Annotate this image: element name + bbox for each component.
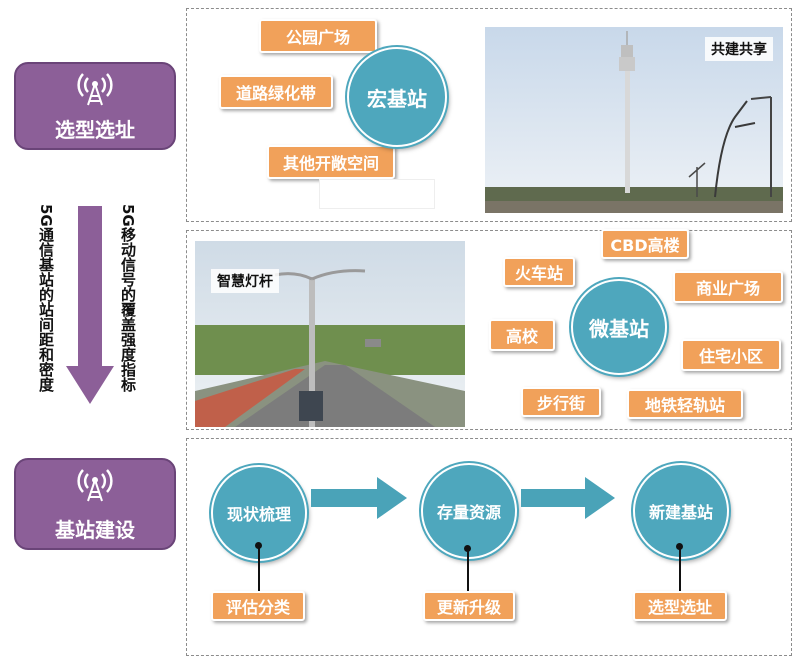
arrow-right-text: 5G移动信号的覆盖强度指标 [118,204,139,392]
tag-pedestrian-street: 步行街 [521,387,601,417]
tag-cbd: CBD高楼 [601,229,689,259]
photo-smart-pole: 智慧灯杆 [195,241,465,427]
arrow-left-text: 5G通信基站的站间距和密度 [36,204,57,392]
connector-line-1 [258,545,260,591]
panel-construction: 现状梳理 存量资源 新建基站 评估分类 更新升级 选型选址 [186,438,792,656]
bottom-left-box: 基站建设 [14,458,176,550]
tag-university: 高校 [489,319,555,351]
flow-arrow-1 [311,477,407,519]
panel-macro-station: 公园广场 道路绿化带 其他开敞空间 宏基站 共建共享 [186,8,792,222]
antenna-tower-icon [75,466,115,502]
tag-commercial-plaza: 商业广场 [673,271,783,303]
sub-tag-3: 选型选址 [633,591,727,621]
connector-line-2 [467,548,469,592]
top-left-box-label: 选型选址 [16,114,174,143]
blank-box [319,179,435,209]
photo-label-smart-pole: 智慧灯杆 [211,269,279,293]
photo-tower: 共建共享 [485,27,783,213]
tag-train-station: 火车站 [503,257,575,287]
sub-tag-1: 评估分类 [211,591,305,621]
antenna-tower-icon [75,70,115,106]
down-arrow [66,206,114,404]
tag-metro: 地铁轻轨站 [627,389,743,419]
bottom-left-box-label: 基站建设 [16,514,174,543]
sub-tag-2: 更新升级 [423,591,515,621]
circle-micro-station: 微基站 [571,279,667,375]
circle-macro-station: 宏基站 [347,47,447,147]
tag-residential: 住宅小区 [681,339,781,371]
tag-open-space: 其他开敞空间 [267,145,395,179]
top-left-box: 选型选址 [14,62,176,150]
flow-arrow-2 [521,477,615,519]
photo-label-shared: 共建共享 [705,37,773,61]
tag-road-greenbelt: 道路绿化带 [219,75,333,109]
connector-line-3 [679,546,681,592]
panel-micro-station: 智慧灯杆 CBD高楼 火车站 商业广场 高校 住宅小区 步行街 地铁轻轨站 微基… [186,230,792,430]
tag-park-plaza: 公园广场 [259,19,377,53]
